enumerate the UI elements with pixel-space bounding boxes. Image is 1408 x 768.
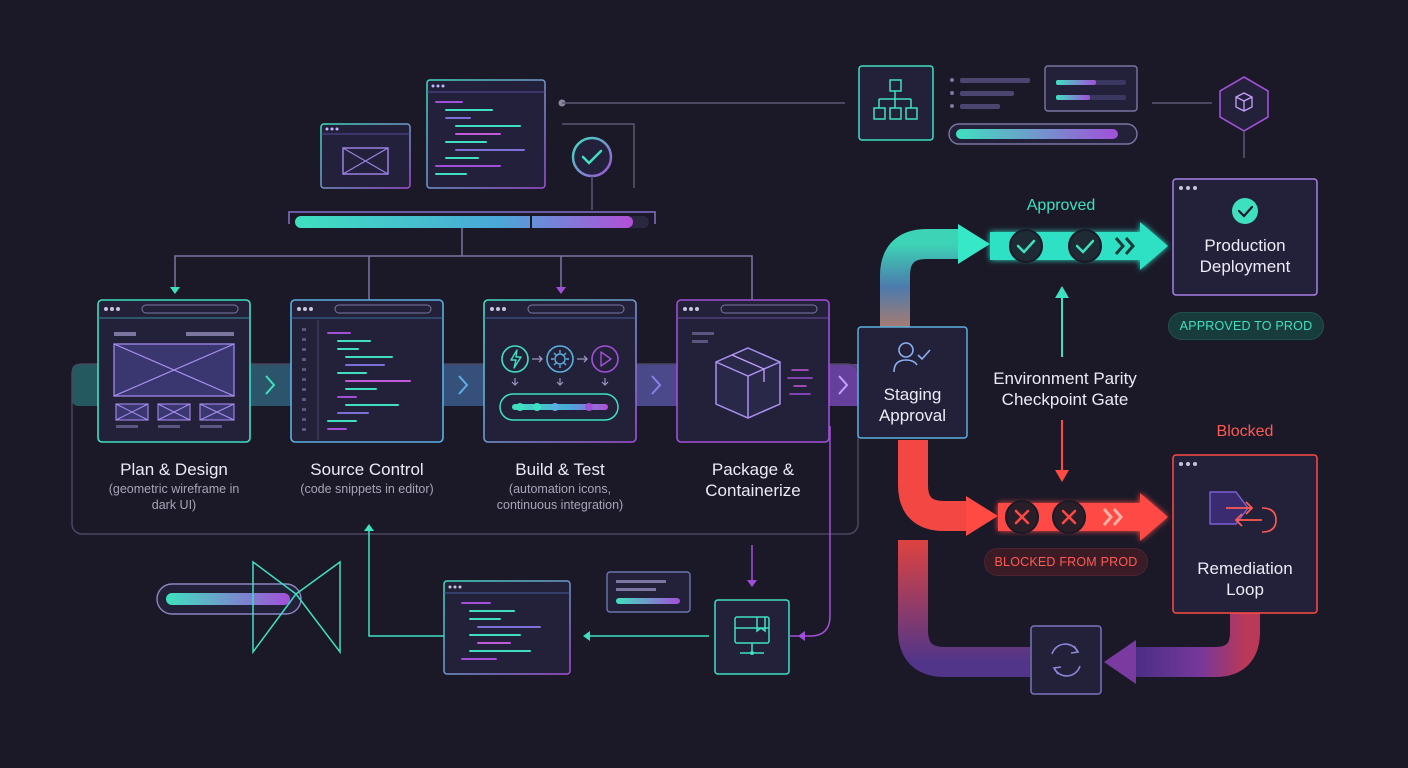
stage-title-package: Package & Containerize — [705, 460, 801, 501]
code-icon — [461, 602, 541, 660]
chevron-right-icon — [265, 375, 276, 395]
top-cluster — [170, 79, 845, 300]
stage-title-source: Source Control — [310, 460, 424, 479]
user-check-icon — [893, 342, 931, 373]
stage-subtitle-build: (automation icons, continuous integratio… — [496, 482, 624, 512]
stage-title-plan: Plan & Design — [120, 460, 228, 479]
bottom-left-cluster — [156, 426, 831, 675]
stage-plan-design — [97, 299, 251, 443]
blocked-status: Blocked — [1216, 423, 1274, 440]
production-label: Production Deployment — [1199, 236, 1291, 277]
double-chevron-icon — [1102, 508, 1123, 526]
staging-approval-label: Staging Approval — [878, 385, 947, 426]
build-progress-bar — [295, 216, 633, 228]
stage-subtitle-plan: (geometric wireframe in dark UI) — [108, 482, 240, 512]
production-node — [1172, 178, 1318, 296]
swap-arrows-icon — [1209, 491, 1277, 533]
check-icon — [571, 136, 613, 178]
metrics-panel — [1044, 65, 1138, 112]
top-right-cluster — [858, 65, 1269, 158]
log-panel — [606, 571, 691, 613]
blocked-badge: BLOCKED FROM PROD — [984, 548, 1148, 576]
funnel-icon — [252, 560, 341, 655]
stage-subtitle-source: (code snippets in editor) — [300, 482, 434, 496]
sitemap-icon — [873, 79, 918, 120]
gear-icon — [546, 345, 574, 373]
stage-title-build: Build & Test — [515, 460, 605, 479]
stage-build-test — [483, 299, 637, 443]
chevron-right-icon — [651, 375, 662, 395]
code-icon — [435, 101, 525, 175]
remediation-label: Remediation Loop — [1197, 559, 1293, 600]
arrow-head — [958, 224, 990, 264]
staging-node — [857, 326, 968, 439]
approved-flow — [880, 222, 1168, 330]
stage-package — [676, 299, 830, 443]
stage-window — [290, 299, 444, 443]
production-window — [1172, 178, 1318, 296]
pipeline-outline — [71, 363, 859, 535]
staging-box — [857, 326, 968, 439]
check-icon — [1009, 229, 1043, 263]
remediation-node — [1172, 454, 1318, 614]
package-box-icon — [715, 347, 781, 419]
check-icon — [1068, 229, 1102, 263]
approved-badge: APPROVED TO PROD — [1168, 312, 1324, 340]
gate-arrows — [1055, 286, 1069, 482]
stage-source-control — [290, 299, 444, 443]
double-chevron-icon — [1114, 237, 1135, 255]
chevron-right-icon — [838, 375, 849, 395]
refresh-icon — [1051, 643, 1081, 677]
check-icon — [1232, 198, 1258, 224]
architecture-panel — [858, 65, 934, 141]
rail-chevrons — [265, 375, 849, 395]
blocked-flow — [898, 440, 1168, 541]
loop-node — [1030, 625, 1102, 695]
artifact-repo — [714, 599, 790, 675]
chevron-right-icon — [458, 375, 469, 395]
test-progress — [499, 393, 619, 421]
code-icon — [327, 332, 411, 430]
remediation-window — [1172, 454, 1318, 614]
play-icon — [591, 345, 619, 373]
approved-status: Approved — [1026, 197, 1096, 214]
lightning-icon — [501, 345, 529, 373]
gate-label: Environment Parity Checkpoint Gate — [993, 369, 1137, 410]
remediation-loop — [898, 540, 1260, 695]
line-numbers — [302, 328, 306, 431]
wireframe-icon — [342, 147, 389, 175]
